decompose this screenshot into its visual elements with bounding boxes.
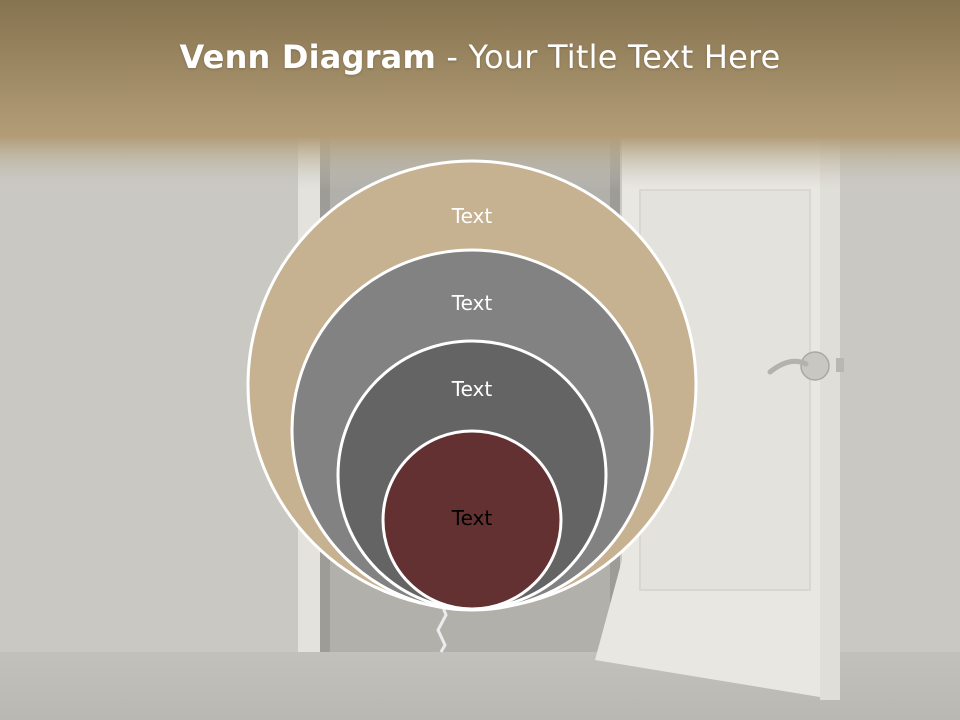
header-band [0,0,960,190]
slide-title-rest: - Your Title Text Here [436,38,781,76]
venn-circle-label-2: Text [451,291,493,315]
venn-circle-4 [381,429,563,611]
slide-title-bold: Venn Diagram [179,38,437,76]
slide-title: Venn Diagram - Your Title Text Here [0,38,960,76]
venn-circle-label-1: Text [451,204,493,228]
venn-circle-label-3: Text [451,377,493,401]
venn-circle-label-4: Text [451,506,493,530]
door-handle [767,351,844,381]
